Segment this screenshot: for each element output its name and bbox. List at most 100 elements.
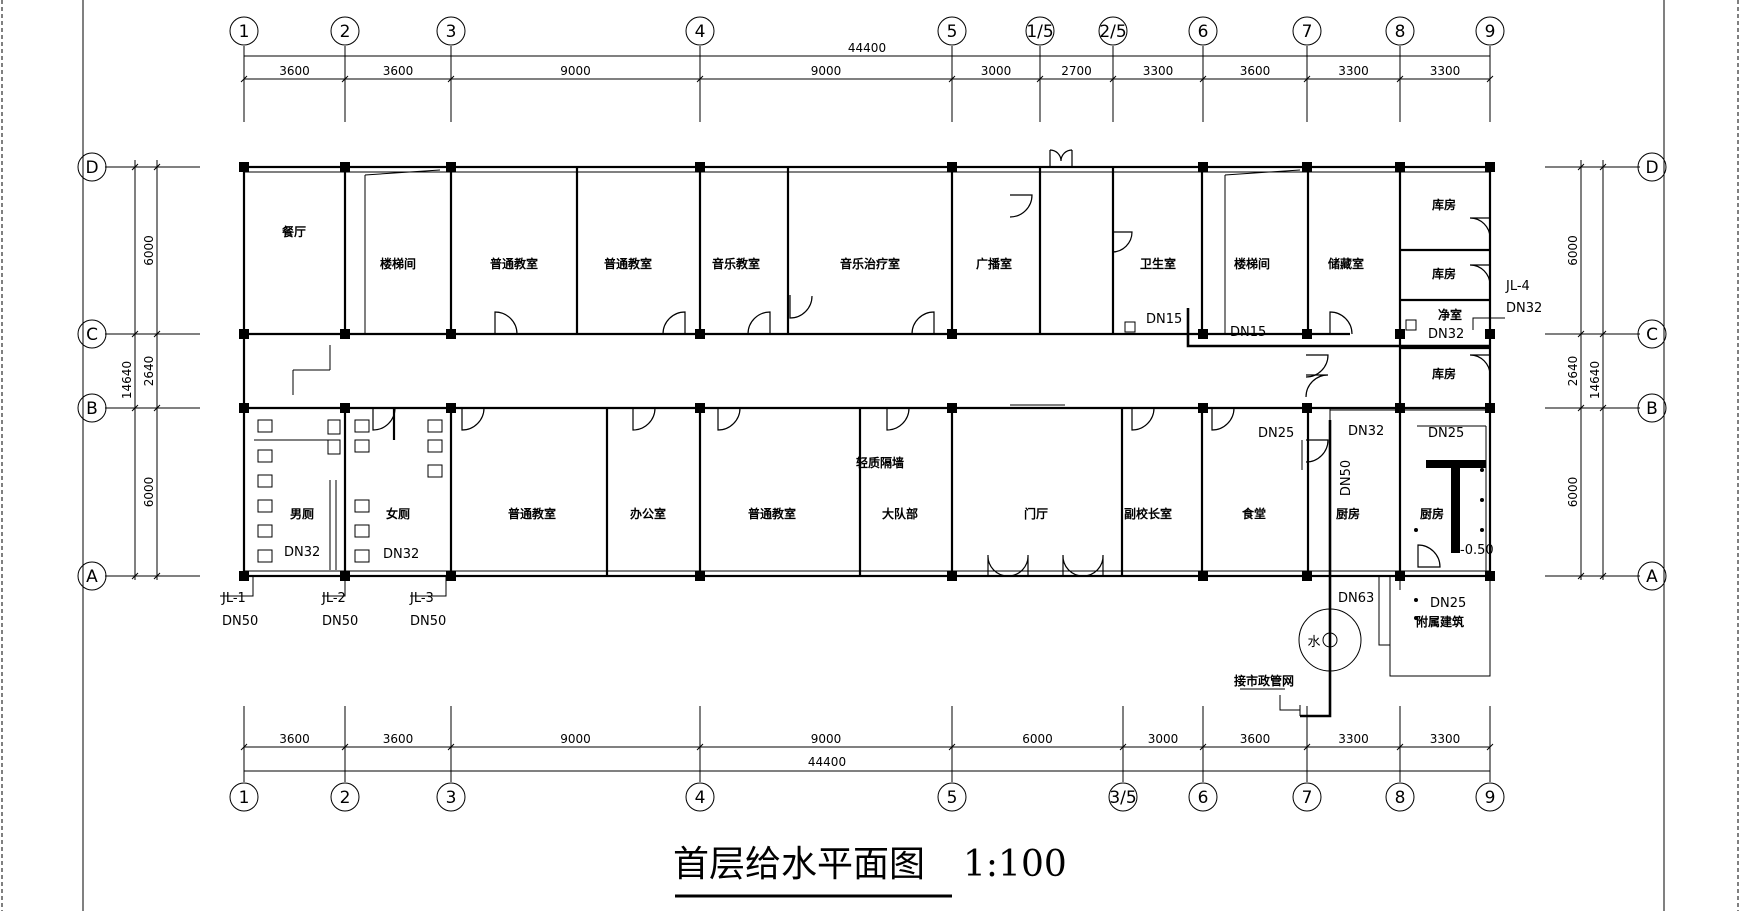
bottom-dim-8: 3300 (1430, 732, 1461, 746)
column (1485, 571, 1495, 581)
column (947, 571, 957, 581)
column (947, 162, 957, 172)
top-axis-3-bubble (436, 16, 466, 46)
column (1485, 162, 1495, 172)
sanitary-fixture (427, 439, 443, 453)
bottom-axis-2-label: 2 (340, 788, 351, 808)
top-dim-2: 9000 (560, 64, 591, 78)
column (695, 403, 705, 413)
bottom-axis-3-5-bubble (1108, 782, 1138, 812)
drawing-title-block: 首层给水平面图 1:100 (673, 844, 1067, 898)
column (947, 329, 957, 339)
top-dim-3: 9000 (811, 64, 842, 78)
sanitary-fixture (354, 439, 370, 453)
column (239, 403, 249, 413)
bottom-dim-3: 9000 (811, 732, 842, 746)
bottom-axis-3-5-label: 3/5 (1109, 788, 1136, 808)
top-dim-6: 3300 (1143, 64, 1174, 78)
right-axis-B-bubble (1637, 393, 1667, 423)
sink-fixture (1405, 319, 1417, 331)
right-side-dim-2: 6000 (1566, 477, 1580, 508)
sanitary-fixture (427, 464, 443, 478)
column (1302, 162, 1312, 172)
column (1485, 329, 1495, 339)
column (446, 403, 456, 413)
left-axis-B-label: B (86, 399, 98, 419)
column (1395, 329, 1405, 339)
top-dim-0: 3600 (279, 64, 310, 78)
bottom-axis-7-bubble (1292, 782, 1322, 812)
right-total-width: 14640 (1588, 361, 1602, 399)
room-classroom-2: 普通教室 (604, 256, 652, 271)
bottom-dim-4: 6000 (1022, 732, 1053, 746)
left-axis-C-bubble (77, 319, 107, 349)
column (446, 162, 456, 172)
left-axis-B-bubble (77, 393, 107, 423)
bottom-axis-3-bubble (436, 782, 466, 812)
top-axis-1-5-label: 1/5 (1026, 22, 1053, 42)
sanitary-fixture (354, 549, 370, 563)
outlet-point (1480, 468, 1484, 472)
label-dn32-east-2: DN32 (1428, 327, 1464, 342)
outlet-point (1414, 598, 1418, 602)
label-jl2-dn: DN50 (322, 614, 358, 629)
label-jl2: JL-2 (321, 591, 346, 606)
column (1302, 403, 1312, 413)
bottom-axis-5-bubble (937, 782, 967, 812)
label-jl1-dn: DN50 (222, 614, 258, 629)
top-axis-1-bubble (229, 16, 259, 46)
column (446, 571, 456, 581)
bottom-axis-4-bubble (685, 782, 715, 812)
label-dn32-men: DN32 (284, 545, 320, 560)
column (1485, 403, 1495, 413)
column (340, 162, 350, 172)
room-vice-principal: 副校长室 (1124, 506, 1172, 521)
outlet-point (1414, 528, 1418, 532)
bottom-dim-6: 3600 (1240, 732, 1271, 746)
bottom-axis-5-label: 5 (947, 788, 958, 808)
building-walls (242, 165, 1492, 677)
column (239, 571, 249, 581)
label-dn32-east-1: DN32 (1506, 301, 1542, 316)
label-jl4: JL-4 (1505, 279, 1530, 294)
top-axis-6-bubble (1188, 16, 1218, 46)
bottom-axis-8-bubble (1385, 782, 1415, 812)
column (1302, 571, 1312, 581)
top-axis-2-5-bubble (1098, 16, 1128, 46)
column (695, 162, 705, 172)
label-jl3: JL-3 (409, 591, 434, 606)
label-elevation: -0.50 (1460, 543, 1494, 558)
label-dn32-kitchen: DN32 (1348, 424, 1384, 439)
room-kitchen-1: 厨房 (1336, 506, 1360, 521)
top-dim-7: 3600 (1240, 64, 1271, 78)
top-axis-9-bubble (1475, 16, 1505, 46)
room-music-therapy: 音乐治疗室 (840, 256, 900, 271)
room-store-3: 库房 (1432, 366, 1456, 381)
top-axis-9-label: 9 (1485, 22, 1496, 42)
bottom-axis-7-label: 7 (1302, 788, 1313, 808)
label-main-connect: 接市政管网 (1234, 673, 1294, 688)
bottom-dim-2: 9000 (560, 732, 591, 746)
sanitary-fixture (257, 474, 273, 488)
bottom-axis-2-bubble (330, 782, 360, 812)
column (340, 403, 350, 413)
outlet-point (1414, 616, 1418, 620)
water-supply-pipes (220, 308, 1505, 718)
room-storage-room: 储藏室 (1328, 256, 1364, 271)
plumbing-fixtures (257, 319, 1484, 620)
sanitary-fixture (257, 419, 273, 433)
top-axis-2-5-label: 2/5 (1099, 22, 1126, 42)
room-lobby: 门厅 (1024, 506, 1048, 521)
left-side-dim-2: 6000 (142, 477, 156, 508)
top-axis-1-label: 1 (239, 22, 250, 42)
top-axis-3-label: 3 (446, 22, 457, 42)
label-dn63: DN63 (1338, 591, 1374, 606)
room-stair-right: 楼梯间 (1234, 256, 1270, 271)
room-dining: 食堂 (1241, 506, 1266, 521)
room-canteen: 餐厅 (282, 224, 306, 239)
top-axis-1-5-bubble (1025, 16, 1055, 46)
